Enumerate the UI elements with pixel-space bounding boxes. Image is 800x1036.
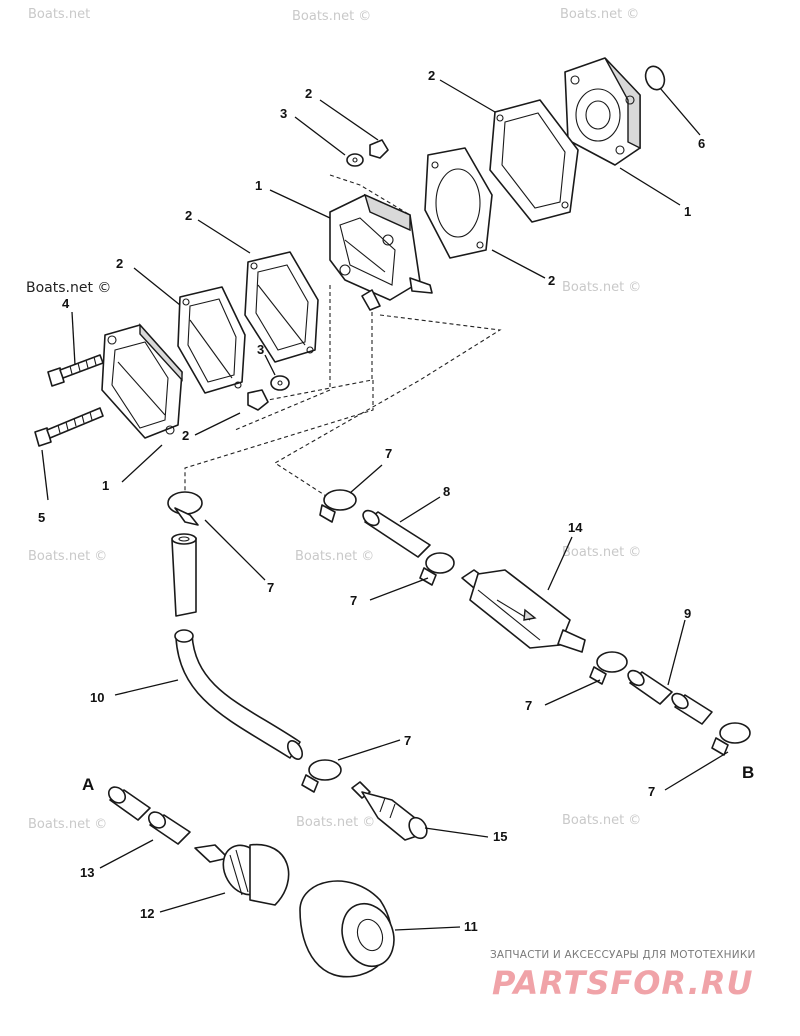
callout-12: 12 [140, 906, 154, 921]
callout-2: 2 [305, 86, 312, 101]
watermark-layer: Boats.net Boats.net © Boats.net © Boats.… [26, 7, 641, 832]
callout-2: 2 [428, 68, 435, 83]
assembly-dashed-lines [184, 174, 502, 506]
callout-7: 7 [525, 698, 532, 713]
o-ring-part-6 [644, 65, 666, 91]
callout-9: 9 [684, 606, 691, 621]
screw-part-5 [34, 407, 104, 447]
callout-7: 7 [350, 593, 357, 608]
callout-7: 7 [385, 446, 392, 461]
hose-short-right [671, 692, 713, 725]
callout-13: 13 [80, 865, 94, 880]
diaphragm-upper-right [424, 147, 493, 259]
bulb-cover-part-11 [299, 880, 395, 978]
hose-short-left [147, 811, 191, 845]
watermark: Boats.net © [28, 817, 107, 832]
callout-1: 1 [684, 204, 691, 219]
fuel-pump-body [329, 193, 433, 311]
hose-straight-short [171, 533, 197, 617]
hose-part-13 [107, 786, 151, 821]
watermark: Boats.net © [28, 549, 107, 564]
screw-part-4 [47, 354, 104, 387]
primer-bulb-fitting-part-12 [194, 843, 290, 906]
hose-clamp-left [167, 491, 203, 526]
watermark: Boats.net [28, 7, 90, 22]
hose-clamp-right-2 [711, 722, 751, 756]
callout-8: 8 [443, 484, 450, 499]
watermark: Boats.net © [562, 280, 641, 295]
callout-2: 2 [116, 256, 123, 271]
callout-11: 11 [464, 919, 478, 934]
callout-2: 2 [548, 273, 555, 288]
brand-tagline: ЗАПЧАСТИ И АКСЕССУАРЫ ДЛЯ МОТОТЕХНИКИ [490, 949, 756, 961]
callout-3: 3 [280, 106, 287, 121]
callout-7: 7 [404, 733, 411, 748]
check-valve-upper [346, 139, 389, 167]
hose-part-8 [362, 509, 431, 558]
callout-7: 7 [648, 784, 655, 799]
callout-14: 14 [568, 520, 583, 535]
brand-name: PARTSFOR.RU [492, 964, 753, 1002]
connector-letters: A B [82, 763, 754, 794]
hose-part-9 [627, 669, 673, 705]
brand-logo: ЗАПЧАСТИ И АКСЕССУАРЫ ДЛЯ МОТОТЕХНИКИ PA… [490, 949, 756, 1002]
watermark: Boats.net © [562, 545, 641, 560]
callout-15: 15 [493, 829, 507, 844]
hose-clamp-top [319, 489, 357, 523]
watermark: Boats.net © [296, 815, 375, 830]
callout-6: 6 [698, 136, 705, 151]
watermark: Boats.net © [295, 549, 374, 564]
fuel-filter-part-14 [461, 569, 586, 653]
callout-1: 1 [102, 478, 109, 493]
callout-7: 7 [267, 580, 274, 595]
gasket-middle-right [244, 251, 319, 363]
watermark: Boats.net © [560, 7, 639, 22]
leader-lines [41, 79, 729, 931]
fitting-part-15 [351, 781, 428, 841]
watermark: Boats.net © [292, 9, 371, 24]
callout-1: 1 [255, 178, 262, 193]
watermark: Boats.net © [562, 813, 641, 828]
hose-clamp-right-1 [589, 651, 628, 685]
hose-curved-part-10 [174, 629, 304, 760]
hose-clamp-mid [419, 552, 455, 586]
connector-a: A [82, 775, 94, 794]
callout-5: 5 [38, 510, 45, 525]
callout-numbers: 2 3 1 2 2 2 1 6 2 4 5 1 2 3 7 7 8 7 14 9… [38, 68, 705, 934]
gasket-middle-left [177, 286, 246, 394]
check-valve-lower [247, 375, 290, 411]
callout-2: 2 [182, 428, 189, 443]
pump-cover-left [101, 323, 183, 439]
watermark: Boats.net © [26, 280, 111, 296]
gasket-upper-right [489, 99, 579, 223]
callout-10: 10 [90, 690, 104, 705]
connector-b: B [742, 763, 754, 782]
hose-clamp-lower [301, 759, 342, 793]
callout-2: 2 [185, 208, 192, 223]
callout-3: 3 [257, 342, 264, 357]
callout-4: 4 [62, 296, 70, 311]
